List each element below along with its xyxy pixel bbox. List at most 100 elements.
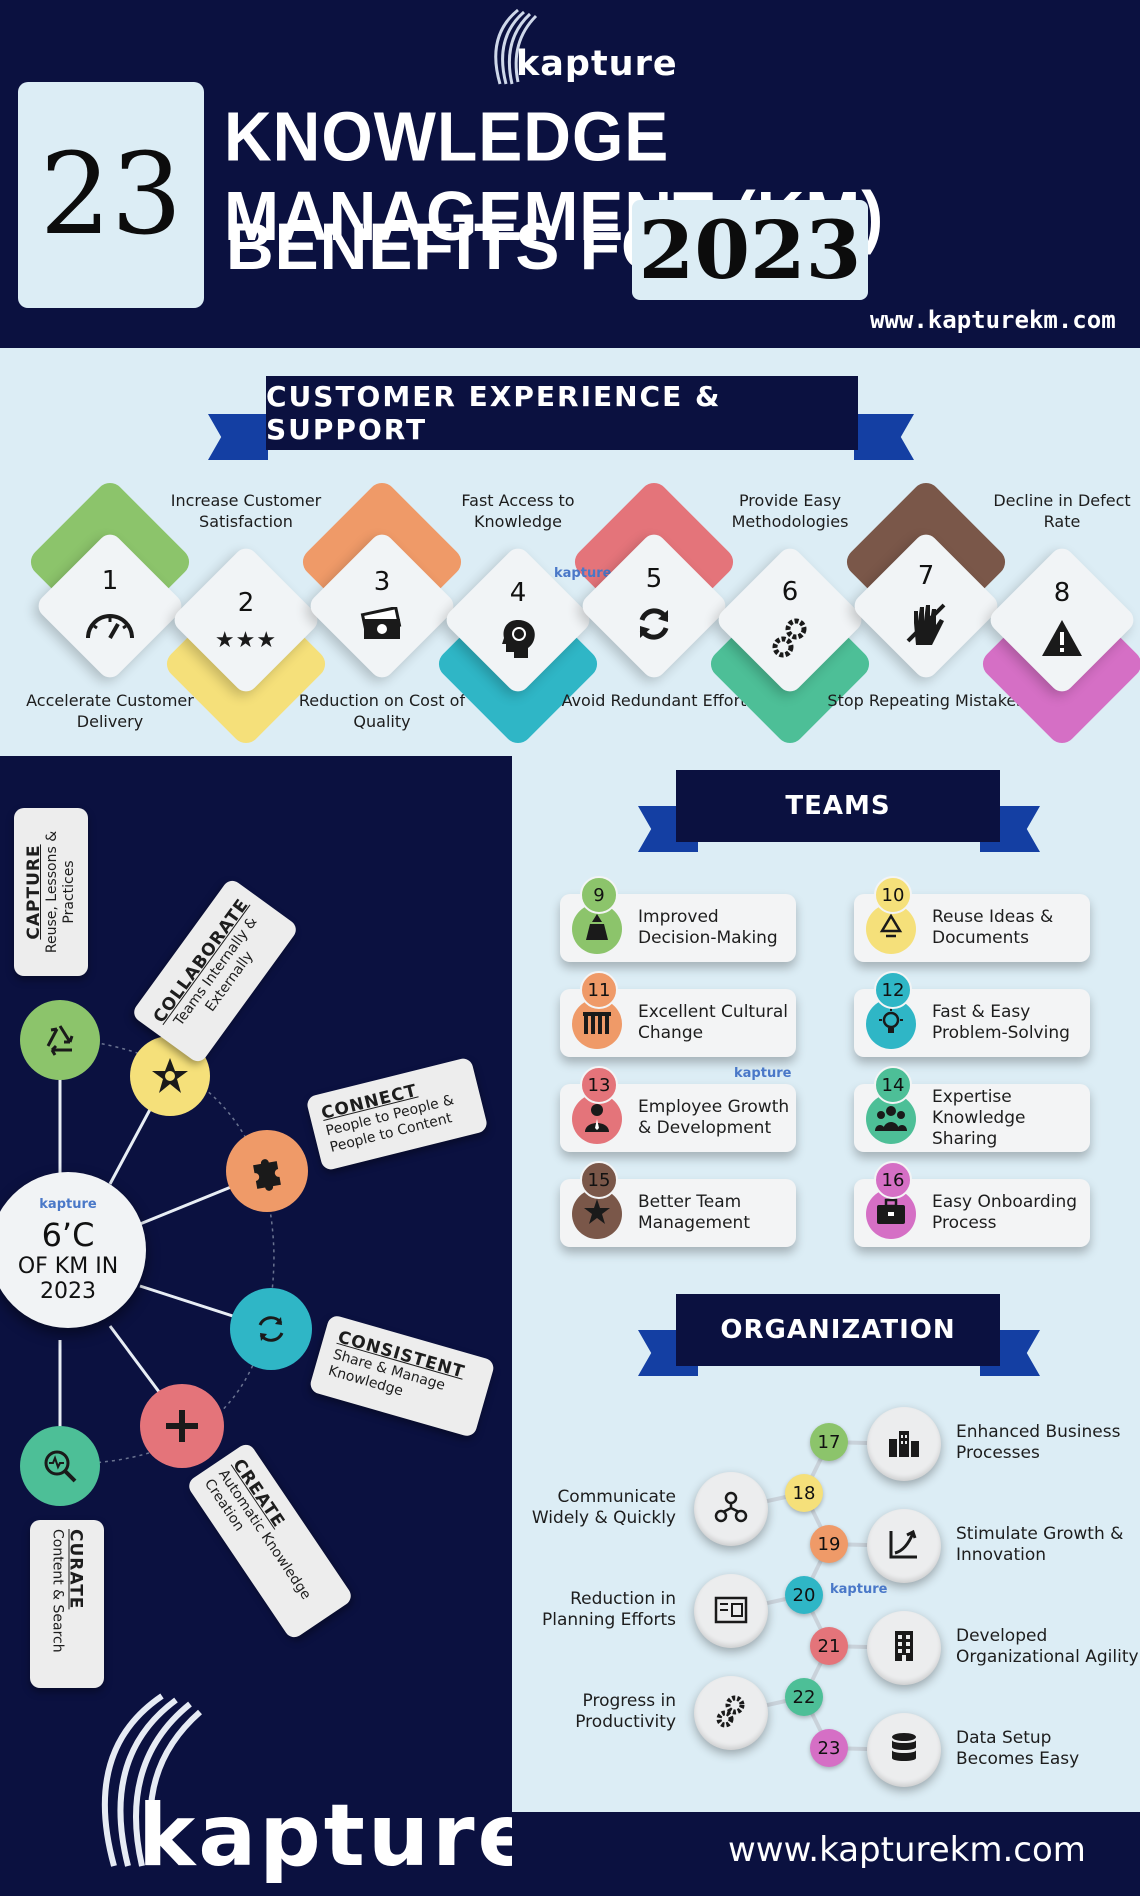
org-icon-circle bbox=[694, 1472, 768, 1546]
org-number-badge: 21 bbox=[810, 1627, 848, 1665]
benefit-label: Increase Customer Satisfaction bbox=[170, 491, 322, 531]
curate-desc: Content & Search bbox=[49, 1529, 66, 1653]
benefit-number: 7 bbox=[917, 561, 935, 591]
employee-icon bbox=[583, 1102, 611, 1136]
search-pulse-icon bbox=[44, 1450, 77, 1483]
org-benefit-line-1: Reduction in bbox=[570, 1589, 676, 1609]
benefit-diamond-content: 6 bbox=[720, 550, 860, 690]
six-c-title: 6’C bbox=[41, 1215, 95, 1254]
org-number-badge: 23 bbox=[810, 1729, 848, 1767]
benefit-label: Reduction on Cost of Quality bbox=[298, 691, 466, 731]
benefit-label: Stop Repeating Mistakes bbox=[827, 691, 1025, 710]
team-number-badge: 14 bbox=[874, 1066, 912, 1104]
teams-section-heading: TEAMS bbox=[676, 770, 1000, 842]
team-number-badge: 11 bbox=[580, 971, 618, 1009]
team-benefit-line-2: Problem-Solving bbox=[932, 1023, 1070, 1043]
create-node bbox=[140, 1384, 224, 1468]
org-benefit-line-2: Innovation bbox=[956, 1545, 1047, 1565]
brand-name-bottom: kapture bbox=[138, 1786, 539, 1886]
org-benefit-line-2: Widely & Quickly bbox=[531, 1508, 676, 1528]
capture-tag: CAPTURE Reuse, Lessons & Practices bbox=[14, 808, 88, 976]
kapture-watermark: kapture bbox=[39, 1196, 97, 1212]
org-number-badge: 20 bbox=[785, 1576, 823, 1614]
lightbulb-icon bbox=[876, 1007, 906, 1041]
six-c-panel: kapture 6’C OF KM IN 2023 CAPTURE Reuse,… bbox=[0, 756, 536, 1896]
growth-chart-icon bbox=[887, 1527, 921, 1565]
org-icon-circle bbox=[694, 1574, 768, 1648]
capture-title: CAPTURE bbox=[24, 844, 44, 940]
six-c-subtitle: OF KM IN bbox=[17, 1253, 119, 1279]
org-benefit-line-2: Processes bbox=[956, 1443, 1040, 1463]
decision-icon bbox=[582, 912, 612, 946]
benefit-number: 5 bbox=[645, 564, 663, 594]
year-box: 2023 bbox=[632, 200, 868, 300]
benefit-number: 1 bbox=[101, 566, 119, 596]
recycle-outline-icon bbox=[876, 912, 906, 946]
team-number-badge: 12 bbox=[874, 971, 912, 1009]
six-c-center-circle: kapture 6’C OF KM IN 2023 bbox=[0, 1172, 146, 1328]
team-benefit-text: Reuse Ideas &Documents bbox=[932, 907, 1053, 949]
website-url-bottom[interactable]: www.kapturekm.com bbox=[728, 1830, 1086, 1870]
ribbon-tail-left bbox=[208, 414, 268, 460]
org-benefit-line-1: Enhanced Business bbox=[956, 1422, 1121, 1442]
briefcase-icon bbox=[875, 1198, 907, 1230]
capture-desc: Reuse, Lessons & Practices bbox=[44, 830, 77, 954]
benefit-diamond-content: 1 bbox=[40, 536, 180, 676]
team-icon-circle bbox=[866, 999, 916, 1049]
team-number-badge: 9 bbox=[580, 876, 618, 914]
team-benefit-line-1: Expertise bbox=[932, 1086, 1012, 1107]
team-benefit-line-1: Excellent Cultural bbox=[638, 1002, 788, 1022]
team-benefit-text: Employee Growth& Development bbox=[638, 1097, 789, 1139]
team-benefit-line-2: Change bbox=[638, 1023, 704, 1043]
org-number-badge: 19 bbox=[810, 1525, 848, 1563]
network-people-icon bbox=[714, 1490, 748, 1528]
benefit-diamond-content: 4 bbox=[448, 550, 588, 690]
sync-icon bbox=[258, 1316, 284, 1342]
org-benefit-label: Stimulate Growth &Innovation bbox=[956, 1524, 1123, 1566]
six-c-year: 2023 bbox=[40, 1278, 96, 1304]
benefit-number: 2 bbox=[237, 587, 255, 618]
benefit-diamond-content: 7 bbox=[856, 536, 996, 676]
org-number-badge: 17 bbox=[810, 1423, 848, 1461]
planning-board-icon bbox=[714, 1594, 748, 1628]
benefit-diamond-content: 8 bbox=[992, 550, 1132, 690]
team-number-badge: 13 bbox=[580, 1066, 618, 1104]
team-benefit-line-2: Knowledge Sharing bbox=[932, 1107, 1026, 1149]
team-benefit-line-1: Employee Growth bbox=[638, 1097, 790, 1117]
big-number-box: 23 bbox=[18, 82, 204, 308]
org-benefit-line-2: Becomes Easy bbox=[956, 1749, 1080, 1769]
capture-node bbox=[20, 1000, 100, 1080]
org-number-badge: 18 bbox=[785, 1474, 823, 1512]
benefit-label: Avoid Redundant Effort bbox=[561, 691, 747, 710]
refresh-icon bbox=[634, 604, 674, 648]
database-icon bbox=[890, 1731, 918, 1769]
kapture-logo-large-icon bbox=[101, 1693, 202, 1867]
benefit-label: Decline in Defect Rate bbox=[993, 491, 1131, 531]
people-sharing-icon bbox=[875, 1103, 907, 1135]
kapture-logo-icon bbox=[494, 8, 538, 85]
benefit-number: 4 bbox=[509, 578, 527, 608]
team-benefit-line-1: Easy Onboarding bbox=[932, 1192, 1078, 1212]
customer-section-heading: CUSTOMER EXPERIENCE & SUPPORT bbox=[266, 376, 858, 450]
gears-icon bbox=[770, 617, 810, 663]
website-url-top[interactable]: www.kapturekm.com bbox=[870, 306, 1116, 334]
puzzle-icon bbox=[253, 1159, 281, 1191]
team-benefit-line-1: Improved bbox=[638, 907, 719, 927]
consistent-node bbox=[230, 1288, 312, 1370]
team-icon-circle bbox=[572, 999, 622, 1049]
